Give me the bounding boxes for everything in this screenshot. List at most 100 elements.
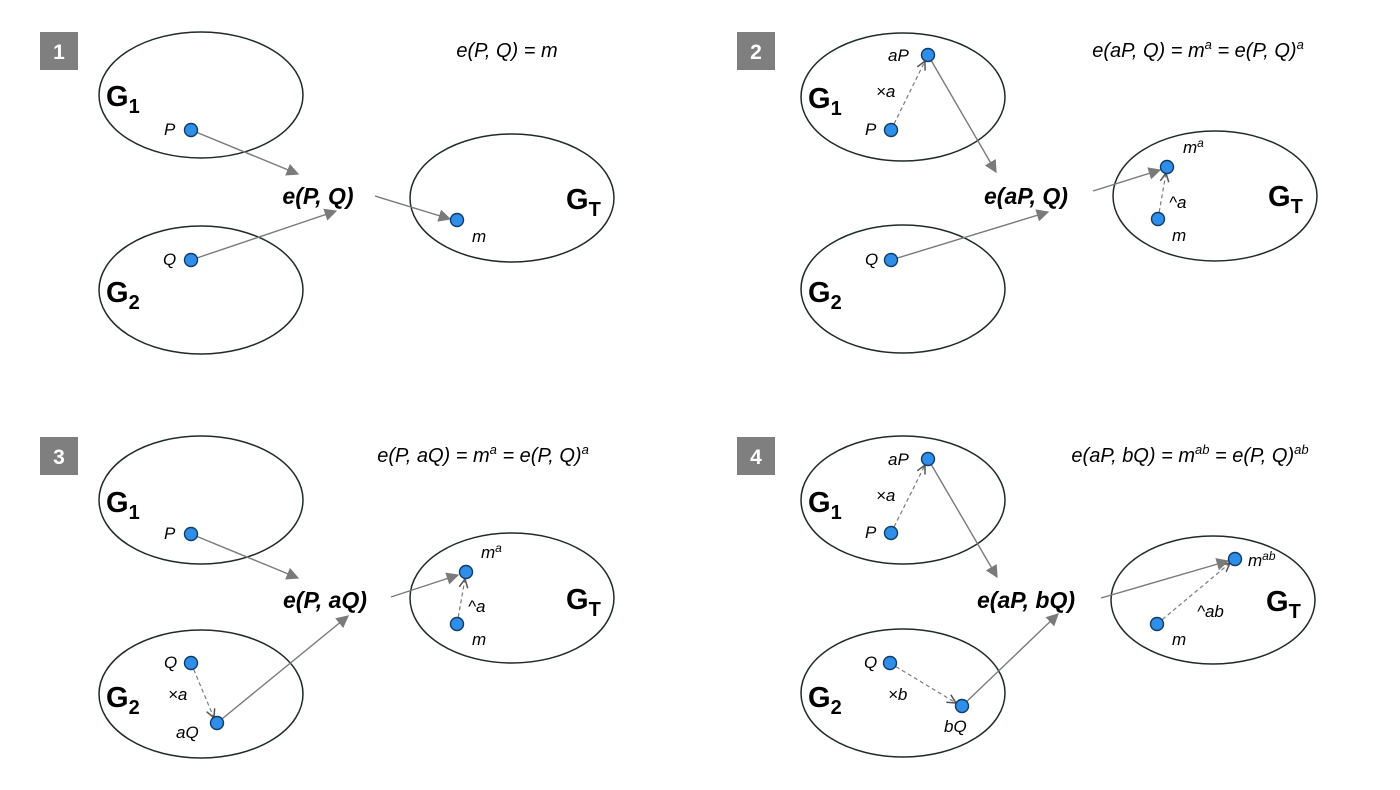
- pairing-expression: e(P, aQ): [283, 587, 367, 613]
- scalar-mult-arrow: [890, 61, 925, 131]
- m-arrow: [390, 572, 460, 598]
- label-p: P: [164, 120, 176, 139]
- gt-ellipse: [1110, 535, 1316, 665]
- label-m: m: [1172, 226, 1186, 245]
- label-ap: aP: [888, 450, 909, 469]
- ap-arrow: [927, 458, 998, 579]
- label-p: P: [865, 523, 877, 542]
- label-times-b: ×b: [888, 685, 907, 704]
- gt-ellipse: [409, 133, 615, 263]
- bq-arrow: [961, 613, 1059, 707]
- label-times-a: ×a: [876, 82, 895, 101]
- point-ma: [1159, 159, 1175, 175]
- g1-label: G1: [808, 83, 842, 120]
- gt-label: GT: [1266, 586, 1301, 623]
- label-pow-a: ^a: [468, 597, 485, 616]
- point-p: [183, 122, 199, 138]
- gt-label: GT: [1268, 181, 1303, 218]
- g1-ellipse: [800, 435, 1006, 565]
- equation: e(P, Q) = m: [456, 40, 557, 62]
- point-m: [1150, 211, 1166, 227]
- panel-2: 2 e(aP, Q) = ma = e(P, Q)a G1 G2 GT aP ×…: [737, 32, 1318, 354]
- pairing-expression: e(aP, Q): [984, 183, 1068, 209]
- gt-ellipse: [1112, 130, 1318, 262]
- pairing-expression: e(P, Q): [282, 183, 353, 209]
- g1-label: G1: [106, 81, 140, 118]
- q-arrow: [190, 208, 338, 261]
- panel-number-badge: [737, 32, 775, 70]
- label-q: Q: [163, 250, 176, 269]
- g2-label: G2: [808, 277, 842, 314]
- m-arrow: [1100, 558, 1230, 599]
- point-mab: [1227, 551, 1243, 567]
- scalar-mult-b-arrow: [889, 662, 956, 703]
- point-aq: [209, 715, 225, 731]
- panel-1: 1 e(P, Q) = m G1 G2 GT P Q m e(P, Q): [40, 31, 615, 355]
- point-ap: [920, 451, 936, 467]
- equation: e(aP, bQ) = mab = e(P, Q)ab: [1071, 442, 1308, 467]
- point-p: [183, 526, 199, 542]
- point-p: [883, 525, 899, 541]
- label-ap: aP: [888, 46, 909, 65]
- ap-arrow: [927, 54, 997, 174]
- point-q: [183, 252, 199, 268]
- g2-ellipse: [98, 225, 304, 355]
- panel-number-badge: [40, 32, 78, 70]
- p-arrow: [190, 129, 300, 176]
- label-aq: aQ: [176, 723, 199, 742]
- point-m: [449, 616, 465, 632]
- label-pow-ab: ^ab: [1197, 602, 1224, 621]
- label-mab: mab: [1248, 549, 1276, 570]
- exponent-arrow: [1156, 563, 1230, 625]
- label-bq: bQ: [944, 717, 967, 736]
- point-bq: [954, 698, 970, 714]
- g2-label: G2: [808, 682, 842, 719]
- label-ma: ma: [481, 541, 502, 562]
- label-p: P: [865, 120, 877, 139]
- pairing-expression: e(aP, bQ): [977, 587, 1075, 613]
- label-q: Q: [864, 653, 877, 672]
- q-arrow: [890, 209, 1050, 261]
- panel-4: 4 e(aP, bQ) = mab = e(P, Q)ab G1 G2 GT a…: [737, 435, 1316, 758]
- scalar-mult-arrow: [190, 662, 214, 718]
- g2-label: G2: [106, 277, 140, 314]
- label-p: P: [164, 524, 176, 543]
- scalar-mult-a-arrow: [890, 465, 925, 534]
- label-m: m: [472, 227, 486, 246]
- g2-ellipse: [800, 224, 1006, 354]
- g1-label: G1: [106, 487, 140, 524]
- g2-ellipse: [800, 628, 1006, 758]
- label-q: Q: [164, 653, 177, 672]
- g1-label: G1: [808, 487, 842, 524]
- point-q: [183, 655, 199, 671]
- g1-ellipse: [98, 435, 304, 565]
- label-m: m: [1172, 630, 1186, 649]
- panel-number: 4: [750, 446, 762, 469]
- gt-label: GT: [566, 584, 601, 621]
- m-arrow: [374, 195, 452, 222]
- point-m: [1149, 616, 1165, 632]
- label-q: Q: [865, 250, 878, 269]
- aq-arrow: [216, 615, 349, 724]
- p-arrow: [190, 533, 300, 580]
- panel-number: 1: [53, 41, 65, 64]
- exponent-arrow: [1157, 173, 1166, 220]
- point-p: [883, 122, 899, 138]
- label-ma: ma: [1183, 136, 1204, 157]
- g2-ellipse: [98, 629, 304, 759]
- panel-3: 3 e(P, aQ) = ma = e(P, Q)a G1 G2 GT P Q …: [40, 435, 615, 759]
- point-m: [449, 212, 465, 228]
- equation: e(P, aQ) = ma = e(P, Q)a: [377, 442, 589, 467]
- point-q: [882, 655, 898, 671]
- equation: e(aP, Q) = ma = e(P, Q)a: [1092, 37, 1304, 62]
- panel-number: 2: [750, 41, 762, 64]
- point-ma: [458, 564, 474, 580]
- panel-number: 3: [53, 446, 65, 469]
- panel-number-badge: [737, 437, 775, 475]
- point-q: [883, 252, 899, 268]
- g1-ellipse: [98, 31, 304, 159]
- label-m: m: [472, 630, 486, 649]
- panel-number-badge: [40, 437, 78, 475]
- g2-label: G2: [106, 682, 140, 719]
